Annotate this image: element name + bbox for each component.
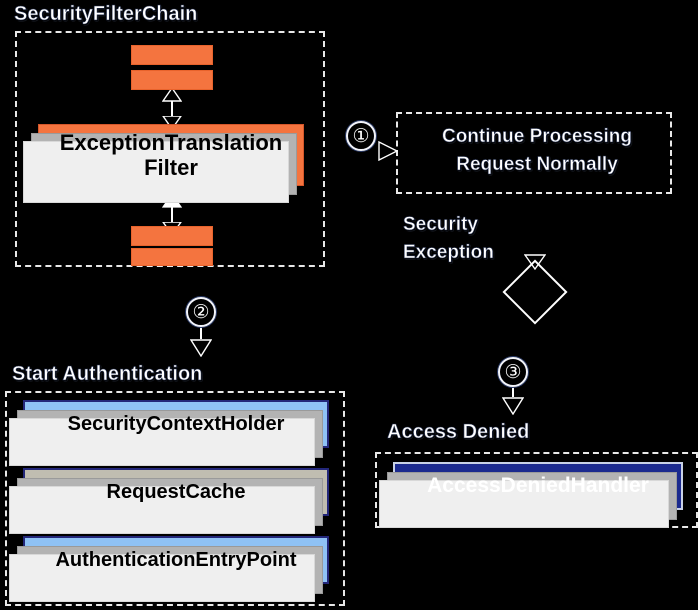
access-denied-label: Access Denied xyxy=(387,421,530,444)
arrow-up-outline-top xyxy=(162,88,182,102)
node-shadow-back xyxy=(23,141,289,203)
connector-step3-line xyxy=(512,387,514,397)
security-exception-label: Security Exception xyxy=(403,214,494,264)
continue-processing-container xyxy=(396,112,672,194)
connector-step2-line xyxy=(200,327,202,339)
arrow-down-outline-step3 xyxy=(502,397,524,415)
node-security-context-holder[interactable]: SecurityContextHolder xyxy=(9,400,329,466)
connector-bottom-line xyxy=(171,206,173,228)
step-marker-2: ② xyxy=(186,297,216,327)
node-label: AccessDeniedHandler xyxy=(427,474,649,497)
node-access-denied-handler[interactable]: AccessDeniedHandler xyxy=(379,462,683,528)
node-label: AuthenticationEntryPoint xyxy=(55,548,297,571)
step-marker-3: ③ xyxy=(498,357,528,387)
node-label: SecurityContextHolder xyxy=(67,412,285,435)
start-authentication-label: Start Authentication xyxy=(12,363,203,386)
node-authentication-entry-point[interactable]: AuthenticationEntryPoint xyxy=(9,536,329,602)
security-filter-chain-container xyxy=(15,31,325,267)
filter-bar-top-2 xyxy=(131,70,213,90)
arrow-down-outline-step2 xyxy=(190,339,212,357)
decision-diamond xyxy=(502,259,568,325)
node-shadow-back xyxy=(379,480,669,528)
arrow-right-outline-step1 xyxy=(378,141,398,161)
security-filter-chain-title: SecurityFilterChain xyxy=(14,3,198,26)
filter-bar-bottom-1 xyxy=(131,226,213,246)
filter-bar-bottom-2 xyxy=(131,248,213,266)
node-label: RequestCache xyxy=(106,480,246,503)
arrow-down-outline-diamond xyxy=(524,254,546,270)
connector-top-line xyxy=(171,96,173,124)
node-label: ExceptionTranslation Filter xyxy=(59,130,283,180)
node-exception-translation-filter[interactable]: ExceptionTranslation Filter xyxy=(23,124,304,203)
arrow-down-outline-top xyxy=(162,116,182,130)
node-shadow-back xyxy=(9,554,315,602)
continue-processing-label: Continue Processing Request Normally xyxy=(441,126,633,176)
step-marker-1: ① xyxy=(346,121,376,151)
node-shadow-back xyxy=(9,486,315,534)
filter-bar-top-1 xyxy=(131,45,213,65)
node-shadow-back xyxy=(9,418,315,466)
start-authentication-container xyxy=(5,391,345,606)
node-request-cache[interactable]: RequestCache xyxy=(9,468,329,534)
